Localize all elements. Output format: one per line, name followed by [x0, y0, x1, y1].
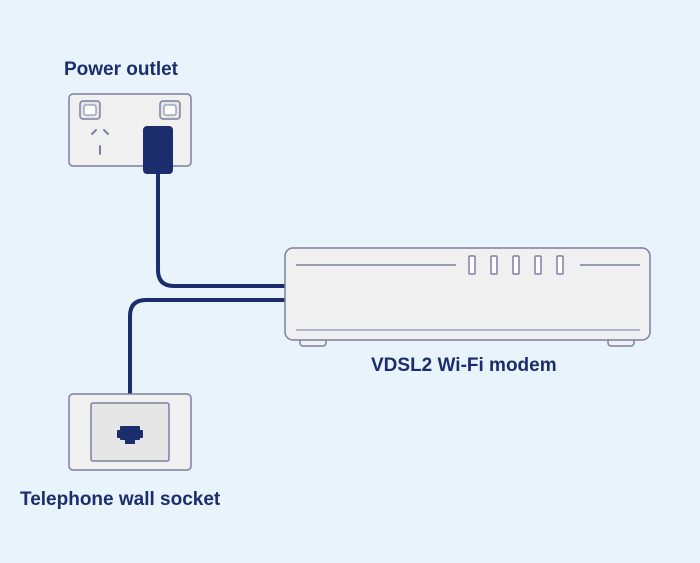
outlet-pins [91, 129, 109, 155]
modem-indicator-2 [490, 255, 498, 275]
modem-indicator-1 [468, 255, 476, 275]
modem-indicators [468, 255, 564, 275]
modem-indicator-3 [512, 255, 520, 275]
rj11-connector-icon [117, 426, 143, 444]
power-cable [156, 172, 286, 288]
modem-indicator-5 [556, 255, 564, 275]
modem-indicator-4 [534, 255, 542, 275]
modem-label: VDSL2 Wi-Fi modem [371, 355, 557, 376]
phone-cable [128, 298, 286, 430]
power-outlet-label: Power outlet [64, 59, 179, 80]
power-plug-icon [143, 126, 173, 174]
telephone-socket-label: Telephone wall socket [20, 489, 221, 510]
modem-icon [284, 247, 651, 347]
